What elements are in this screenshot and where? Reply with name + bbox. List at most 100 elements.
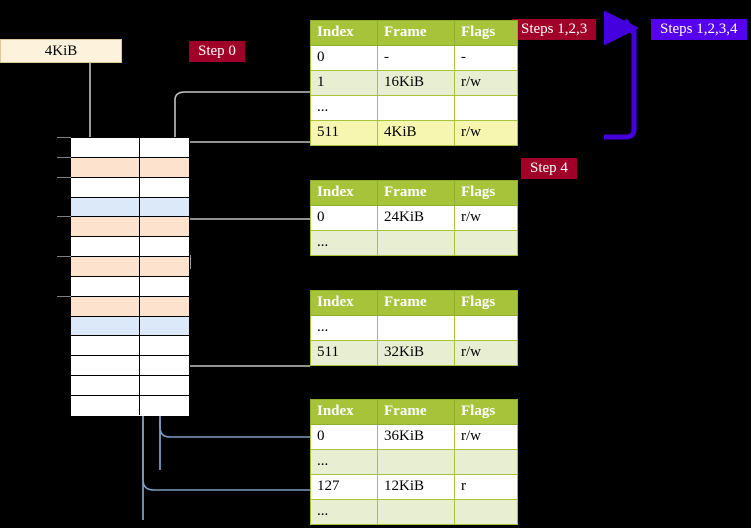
column-header-index: Index	[310, 20, 378, 46]
memory-cell-6	[71, 257, 189, 277]
badge-step-0: Step 0	[189, 41, 245, 62]
memory-cell-12	[71, 376, 189, 396]
cell-flags	[454, 499, 518, 525]
memory-cell-10	[71, 336, 189, 357]
column-header-index: Index	[310, 180, 378, 206]
memory-cell-7	[71, 276, 189, 297]
column-header-flags: Flags	[454, 399, 518, 425]
cell-frame	[377, 315, 455, 341]
cell-index: 1	[310, 70, 378, 96]
table-row: ...	[310, 95, 518, 121]
physical-memory-grid	[70, 137, 190, 416]
memory-size-label: 4KiB	[44, 43, 78, 59]
column-header-flags: Flags	[454, 20, 518, 46]
cell-frame: 16KiB	[377, 70, 455, 96]
cell-flags: r/w	[454, 205, 518, 231]
badge-steps-1234-label: Steps 1,2,3,4	[660, 21, 738, 37]
memory-cell-13	[71, 395, 189, 416]
cell-index: 127	[310, 474, 378, 500]
memory-cell-2	[71, 177, 189, 198]
badge-step-0-label: Step 0	[198, 43, 236, 59]
wire-table2-to-grid	[176, 218, 310, 270]
cell-flags	[454, 449, 518, 475]
cell-index: 0	[310, 424, 378, 450]
cell-frame: 36KiB	[377, 424, 455, 450]
column-header-frame: Frame	[377, 290, 455, 316]
memory-tick-1	[57, 157, 71, 158]
memory-tick-8	[57, 296, 71, 297]
memory-cell-11	[71, 356, 189, 377]
cell-frame: 24KiB	[377, 205, 455, 231]
cell-index: 0	[310, 45, 378, 71]
cell-flags	[454, 315, 518, 341]
table-row: ...	[310, 315, 518, 341]
badge-step-4: Step 4	[521, 158, 577, 179]
cell-index: ...	[310, 315, 378, 341]
column-header-flags: Flags	[454, 290, 518, 316]
cell-index: ...	[310, 449, 378, 475]
table-row: ...	[310, 499, 518, 525]
cell-index: 511	[310, 120, 378, 146]
cell-frame	[377, 449, 455, 475]
memory-tick-2	[57, 177, 71, 178]
cell-frame: 12KiB	[377, 474, 455, 500]
cell-frame	[377, 95, 455, 121]
badge-steps-123-label: Steps 1,2,3	[521, 21, 588, 37]
cell-index: ...	[310, 499, 378, 525]
memory-cell-8	[71, 296, 189, 317]
memory-cell-0	[71, 138, 189, 158]
cell-frame	[377, 499, 455, 525]
memory-size-box: 4KiB	[0, 39, 122, 63]
column-header-frame: Frame	[377, 399, 455, 425]
badge-step-4-label: Step 4	[530, 160, 568, 176]
cell-flags	[454, 95, 518, 121]
cell-flags: r/w	[454, 70, 518, 96]
memory-cell-3	[71, 197, 189, 218]
cell-flags: r/w	[454, 340, 518, 366]
cell-flags: r/w	[454, 120, 518, 146]
memory-tick-0	[57, 137, 71, 138]
column-header-index: Index	[310, 399, 378, 425]
table-row: 0--	[310, 45, 518, 71]
wire-table3-to-grid	[165, 312, 310, 367]
memory-tick-4	[57, 216, 71, 217]
cell-index: 0	[310, 205, 378, 231]
memory-cell-1	[71, 157, 189, 178]
memory-cell-4	[71, 217, 189, 238]
cell-frame: 32KiB	[377, 340, 455, 366]
cell-flags: -	[454, 45, 518, 71]
wire-table4-row127	[142, 420, 310, 491]
cell-frame: -	[377, 45, 455, 71]
memory-cell-9	[71, 316, 189, 337]
cell-frame	[377, 230, 455, 256]
column-header-flags: Flags	[454, 180, 518, 206]
cell-flags: r	[454, 474, 518, 500]
arrow-steps-loop	[604, 10, 639, 140]
wire-table4-row0	[159, 420, 310, 438]
cell-flags	[454, 230, 518, 256]
column-header-frame: Frame	[377, 180, 455, 206]
badge-steps-123: Steps 1,2,3	[512, 19, 597, 40]
column-header-frame: Frame	[377, 20, 455, 46]
cell-index: 511	[310, 340, 378, 366]
cell-flags: r/w	[454, 424, 518, 450]
memory-grid-divider	[139, 137, 140, 415]
table-row: ...	[310, 449, 518, 475]
badge-steps-1234: Steps 1,2,3,4	[651, 19, 747, 40]
column-header-index: Index	[310, 290, 378, 316]
cell-index: ...	[310, 95, 378, 121]
